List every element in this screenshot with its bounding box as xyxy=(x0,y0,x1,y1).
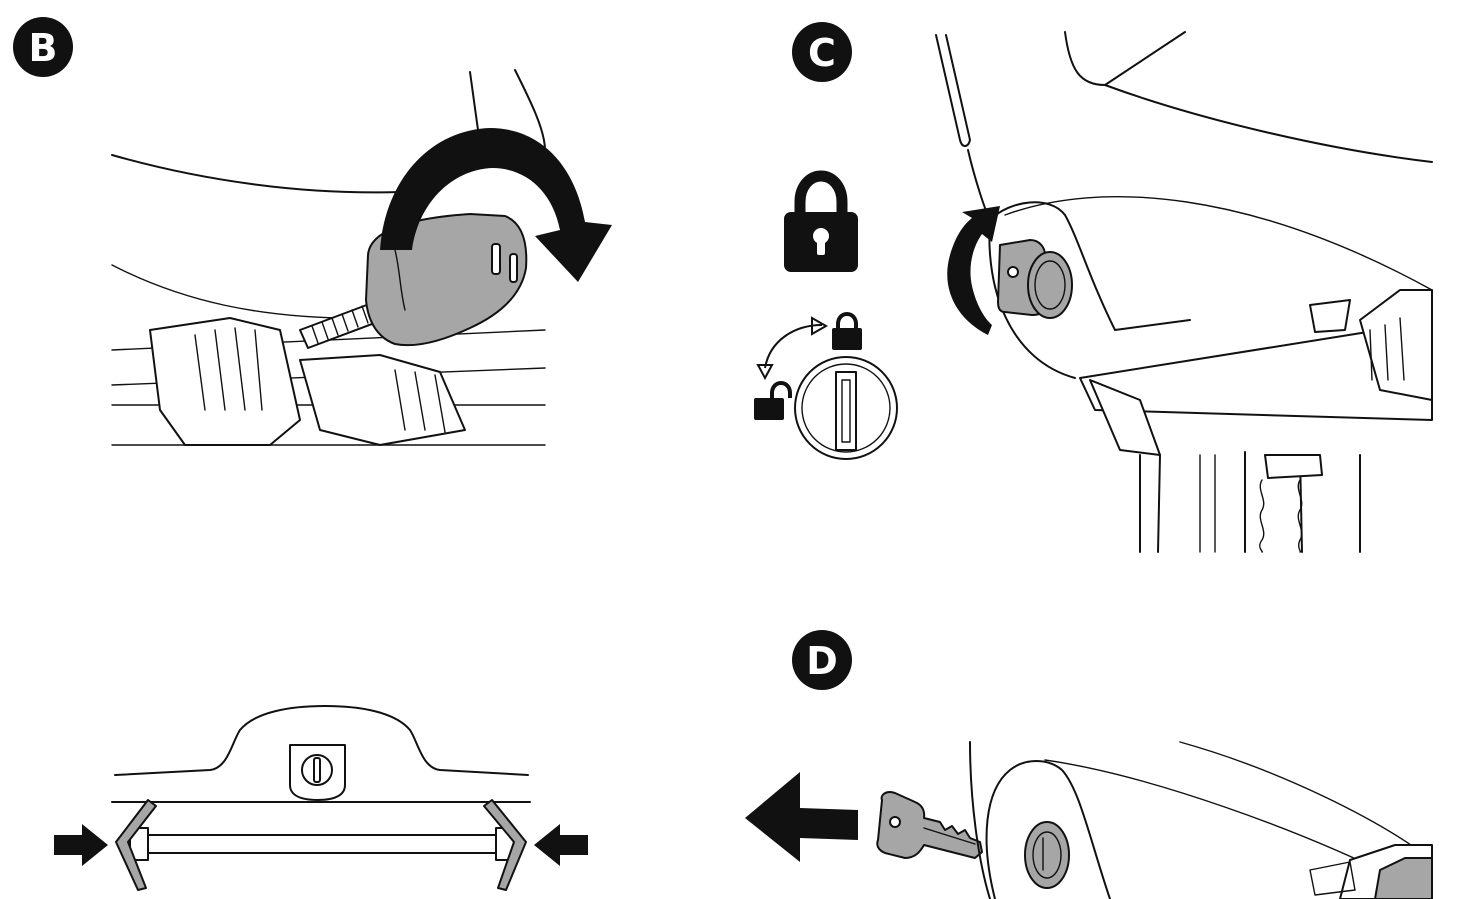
roof-mount-illustration xyxy=(935,31,1433,553)
step-b-badge: B xyxy=(13,17,73,77)
step-b-label: B xyxy=(29,26,58,70)
key-icon xyxy=(876,791,983,859)
step-b-panel: B xyxy=(13,17,612,446)
locked-padlock-icon xyxy=(832,311,862,350)
mount-with-lock-illustration xyxy=(969,741,1433,899)
step-d-panel: D xyxy=(745,630,1433,899)
step-d-label: D xyxy=(806,639,838,683)
lock-cylinder-icon xyxy=(1024,821,1070,889)
roof-bar-illustration xyxy=(111,69,546,446)
unlocked-padlock-icon xyxy=(754,380,792,420)
lock-position-diagram xyxy=(754,311,898,460)
step-d-badge: D xyxy=(792,630,852,690)
lock-cylinder-icon xyxy=(794,356,898,460)
pull-arrow-icon xyxy=(745,772,858,862)
push-arrow-icon xyxy=(54,824,108,866)
push-arrow-icon xyxy=(534,824,588,866)
key-in-lock xyxy=(997,239,1073,319)
step-c-badge: C xyxy=(792,22,852,82)
step-c-label: C xyxy=(808,31,836,75)
bar-end-detail xyxy=(54,705,588,891)
step-c-panel: C xyxy=(754,22,1433,553)
locked-padlock-icon xyxy=(784,170,858,272)
rotate-arrow-icon xyxy=(947,206,1000,335)
rotate-arrow-icon xyxy=(380,128,612,282)
lock-cylinder-icon xyxy=(289,744,346,801)
